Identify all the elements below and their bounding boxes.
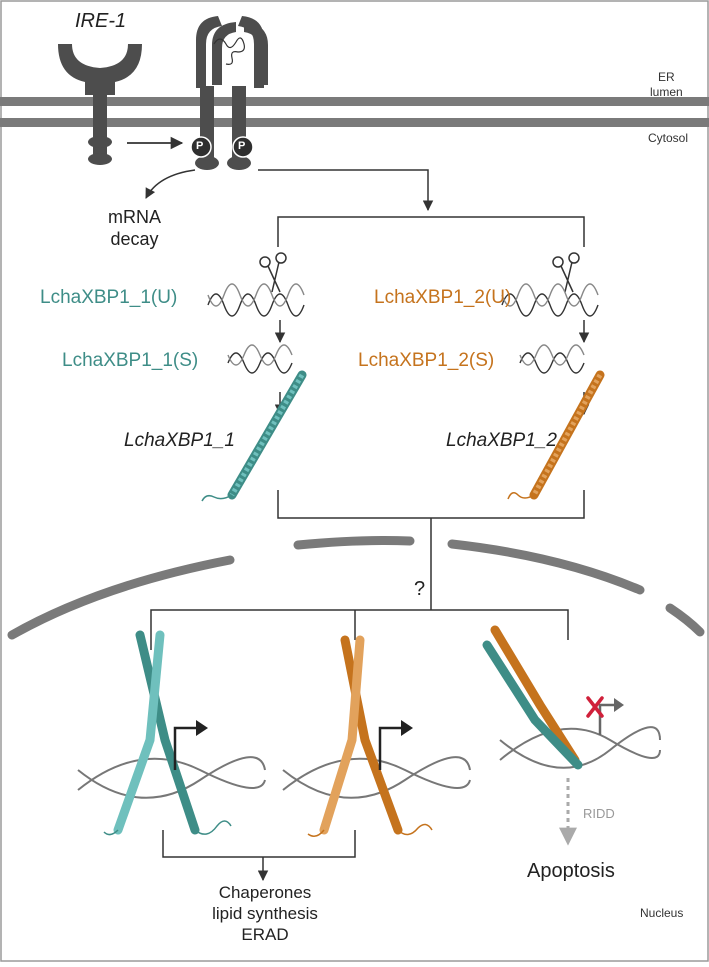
- phosphate-1: [190, 136, 212, 158]
- apoptosis-label: Apoptosis: [527, 860, 615, 882]
- mrna-spliced-1: [227, 344, 293, 374]
- transcription-arrow-head: [196, 720, 208, 736]
- xbp1-1-unspliced-label: LchaXBP1_1(U): [40, 287, 178, 308]
- xbp1-2-homodimer: [307, 635, 433, 837]
- mrna-unspliced-1: [207, 283, 305, 317]
- branch-bracket: [277, 216, 585, 247]
- unknown-mechanism-label: ?: [414, 578, 426, 600]
- phosphate-label-1: P: [196, 140, 204, 152]
- xbp1-2-unspliced-label: LchaXBP1_2(U): [374, 287, 512, 308]
- xbp1-1-homodimer: [103, 630, 232, 836]
- blocked-arrow-head: [614, 698, 624, 712]
- er-lumen-line-2: lumen: [650, 85, 683, 99]
- nucleus-label: Nucleus: [640, 906, 684, 920]
- inhibition-x-icon: [586, 696, 604, 718]
- xbp1-heterodimer: [482, 625, 583, 770]
- scissors-icon: [259, 252, 287, 293]
- scissors-icon: [552, 252, 580, 293]
- er-membrane: [0, 97, 709, 127]
- cytosol-label: Cytosol: [648, 131, 689, 145]
- splicing-arrow: [258, 169, 434, 212]
- blocked-transcription-arrow: [598, 703, 614, 735]
- mrna-decay-label: mRNA decay: [108, 206, 161, 250]
- mrna-decay-line-2: decay: [110, 229, 159, 249]
- outputs-label: Chaperones lipid synthesis ERAD: [185, 882, 345, 945]
- er-lumen-line-1: ER: [658, 70, 675, 84]
- output-bracket: [162, 830, 356, 858]
- er-lumen-label: ER lumen: [650, 70, 683, 100]
- distribution-bracket: [150, 609, 569, 650]
- output-lipid-synthesis: lipid synthesis: [212, 904, 318, 923]
- xbp1-2-protein-label: LchaXBP1_2: [446, 430, 557, 451]
- ire1-monomer: [58, 44, 142, 165]
- transcription-arrow-2: [378, 726, 401, 770]
- transcription-arrow-head: [401, 720, 413, 736]
- xbp1-1-protein-label: LchaXBP1_1: [124, 430, 235, 451]
- xbp1-2-spliced-label: LchaXBP1_2(S): [358, 350, 495, 371]
- dna-helix-3: [499, 726, 661, 769]
- protein-helix-1: [201, 370, 307, 502]
- nuclear-envelope: [7, 536, 705, 640]
- output-erad: ERAD: [241, 925, 289, 944]
- phosphate-2: [232, 136, 254, 158]
- transcription-arrow-1: [173, 726, 196, 770]
- ire1-label: IRE-1: [75, 10, 127, 32]
- mrna-unspliced-2: [501, 283, 599, 317]
- output-chaperones: Chaperones: [218, 883, 312, 902]
- ire1-dimer: [190, 16, 268, 170]
- xbp1-1-spliced-label: LchaXBP1_1(S): [62, 350, 199, 371]
- ridd-label: RIDD: [583, 806, 615, 821]
- decay-arrow: [145, 169, 196, 199]
- dna-helix-1: [77, 756, 266, 799]
- mrna-spliced-2: [519, 344, 585, 374]
- dna-helix-2: [282, 756, 471, 799]
- protein-helix-2: [507, 370, 605, 500]
- phosphate-label-2: P: [238, 140, 246, 152]
- mrna-decay-line-1: mRNA: [108, 207, 161, 227]
